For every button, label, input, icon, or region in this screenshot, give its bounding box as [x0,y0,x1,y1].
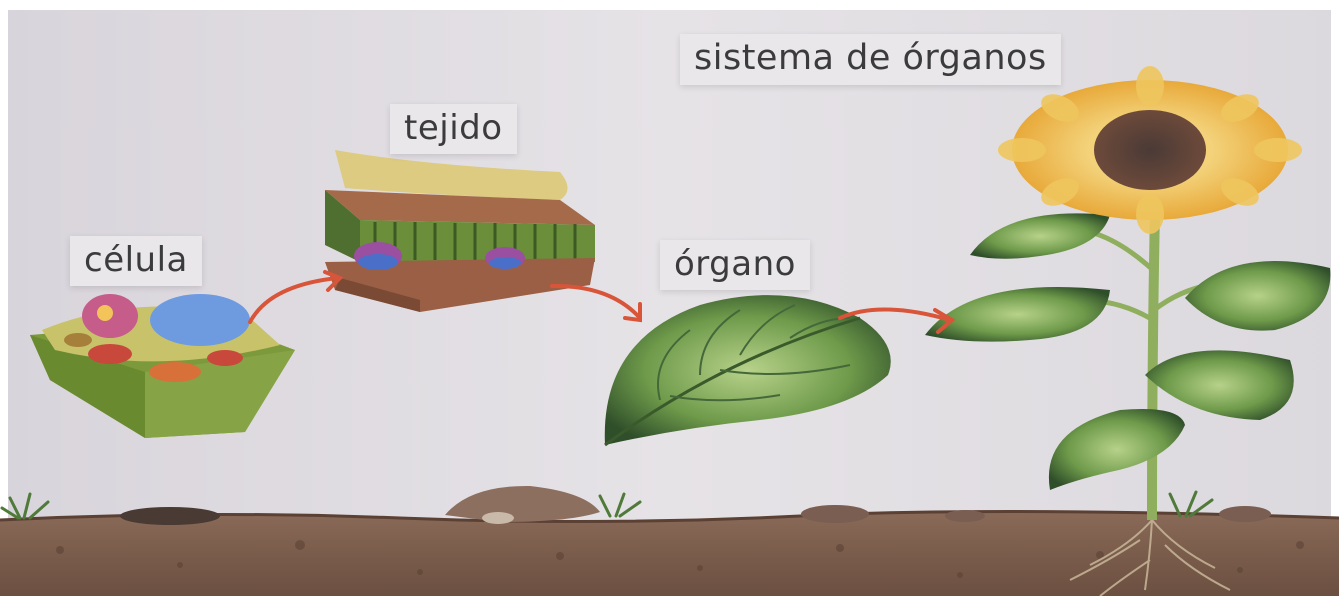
roots [1069,519,1231,596]
organ-leaf-illustration [604,295,891,447]
arrow-head [933,308,956,334]
top-white-strip [0,0,1339,10]
tissue-epidermis [335,150,568,200]
sunflower-head [998,66,1302,234]
label-organ-system: sistema de órganos [680,34,1061,85]
right-white-strip [1331,0,1339,596]
rock [445,485,600,522]
sunflower-leaf [925,287,1110,342]
sunflower-leaf [970,213,1110,259]
grass-tuft [0,492,50,520]
pebble [482,512,514,524]
sunflower-leaf [1145,350,1294,420]
label-organ: órgano [660,240,810,290]
arrow-head [323,270,344,292]
sunflower-leaf [1048,409,1185,490]
vacuole [150,294,250,346]
arrow-organ-to-system [838,307,952,322]
arrow-head [623,302,642,323]
organ-system-sunflower-illustration [925,66,1331,521]
stone [801,505,869,523]
left-white-strip [0,0,8,596]
tissue-illustration [325,150,595,312]
arrows [248,270,956,334]
arrow-cell-to-tissue [248,276,340,324]
ground [0,485,1339,596]
chloroplast [88,344,132,364]
label-tissue: tejido [390,104,517,154]
sunflower-leaf [1185,261,1331,331]
grass-tuft [598,492,642,518]
label-cell: célula [70,236,202,286]
cell-illustration [30,294,295,438]
stone [945,510,985,522]
arrow-tissue-to-organ [550,283,642,320]
stone [120,507,220,525]
stone [1219,506,1271,522]
grass-tuft [1168,490,1214,518]
